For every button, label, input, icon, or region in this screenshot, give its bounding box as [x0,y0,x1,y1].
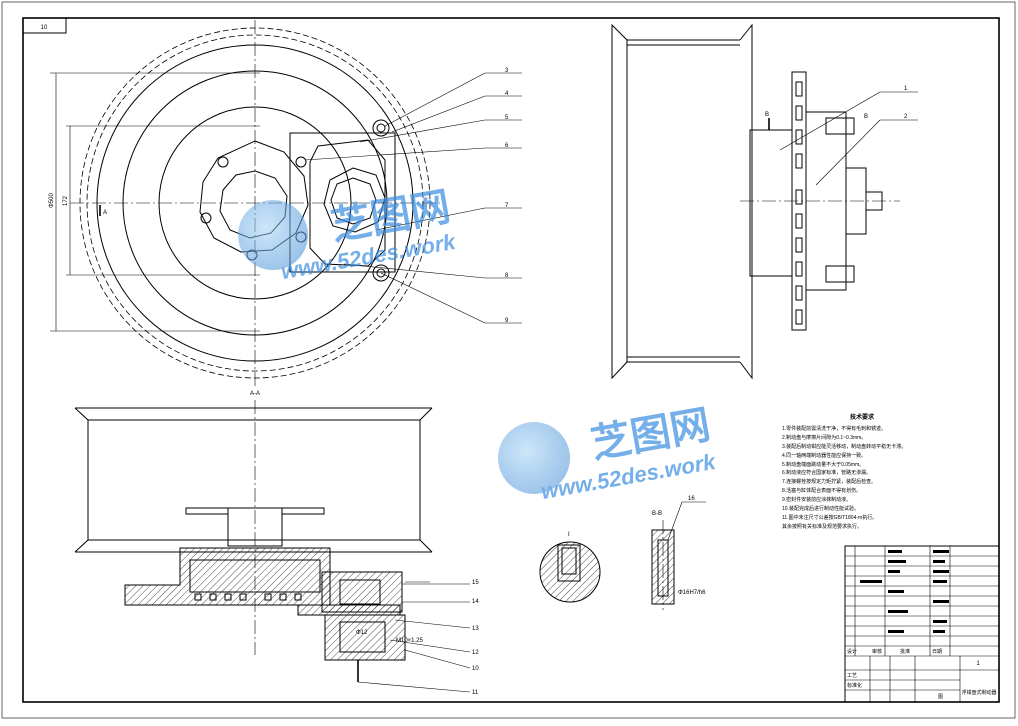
callout-11: 11 [472,690,479,696]
dim-inner: 172 [63,195,69,206]
front-view: Φ500 172 A 3 4 5 6 7 8 9 [49,20,522,386]
corner-tag: 10 [41,25,48,31]
note-line: 5.制动盘端面跳动量不大于0.05mm。 [782,461,865,468]
tb-sheet-mark: 图 [938,694,943,700]
tb-label-approve: 批准 [900,648,910,655]
callout-5: 5 [505,115,509,121]
tb-label-process: 工艺 [847,673,857,679]
callout-10: 10 [472,666,479,672]
note-line: 8.活塞与缸体配合表面不得有划伤。 [782,488,862,495]
section-bb: B-B 16 Φ16H7/h6 [651,496,706,610]
side-view: B B 1 2 [611,23,918,380]
callout-16: 16 [688,496,695,502]
corner-tag-box [22,17,67,34]
dim-outer-diameter: Φ500 [49,193,55,208]
callout-1: 1 [904,86,908,92]
section-aa-label: A-A [250,391,260,397]
section-letter-b-right: B [864,114,868,120]
note-line: 其余按照有关标准及规范要求执行。 [782,523,863,530]
note-line: 2.制动盘与摩擦片间隙为0.1~0.3mm。 [782,434,867,441]
tb-scale: 1 [976,661,980,667]
detail-view: I [539,532,601,603]
callout-14: 14 [472,599,479,605]
callout-7: 7 [505,203,509,209]
callout-15: 15 [472,580,479,586]
notes-title: 技术要求 [849,415,874,421]
note-line: 1.零件装配前需清洗干净，不得有毛刺和锈迹。 [782,425,887,432]
tb-drawing-title: 浮钳盘式制动器 [961,689,996,696]
callout-2: 2 [904,114,908,120]
callout-13: 13 [472,626,479,632]
callout-12: 12 [472,650,479,656]
note-line: 3.装配后制动钳应能灵活移动，制动盘转动平稳无卡滞。 [782,443,907,450]
note-line: 9.密封件安装前应涂抹制动液。 [782,497,852,504]
tb-label-check: 审核 [872,648,882,655]
section-letter-b-left: B [765,112,769,118]
note-line: 10.装配完成后进行制动性能试验。 [782,506,859,513]
tb-label-design: 设计 [847,648,857,655]
callout-9: 9 [505,318,509,324]
fit-spec: Φ16H7/h6 [678,590,706,596]
note-line: 4.同一轴两端制动器性能应保持一致。 [782,452,867,459]
bolt-spec: M10×1.25 [396,638,424,644]
note-line: 6.制动液应符合国家标准，管路无渗漏。 [782,470,872,477]
callout-8: 8 [505,273,509,279]
inner-border [22,17,1000,703]
technical-notes: 技术要求 1.零件装配前需清洗干净，不得有毛刺和锈迹。 2.制动盘与摩擦片间隙为… [782,414,942,532]
callout-3: 3 [505,68,509,74]
shaft-spec: Φ12 [356,630,368,636]
note-line: 11.图中未注尺寸公差按GB/T1804-m执行。 [782,514,878,521]
section-letter-a: A [103,210,107,216]
section-bb-label: B-B [652,511,662,517]
note-line: 7.连接螺栓按规定力矩拧紧，装配后检查。 [782,479,877,486]
title-block: 设计 审核 批准 日期 工艺 标准化 1 浮钳盘式制动器 图 [844,545,1000,703]
callout-4: 4 [505,91,509,97]
tb-label-std: 标准化 [847,682,862,689]
section-aa: A-A Φ12 M10×1.25 [74,391,479,696]
detail-label: I [568,532,570,538]
tb-label-date: 日期 [932,649,942,655]
callout-6: 6 [505,143,509,149]
